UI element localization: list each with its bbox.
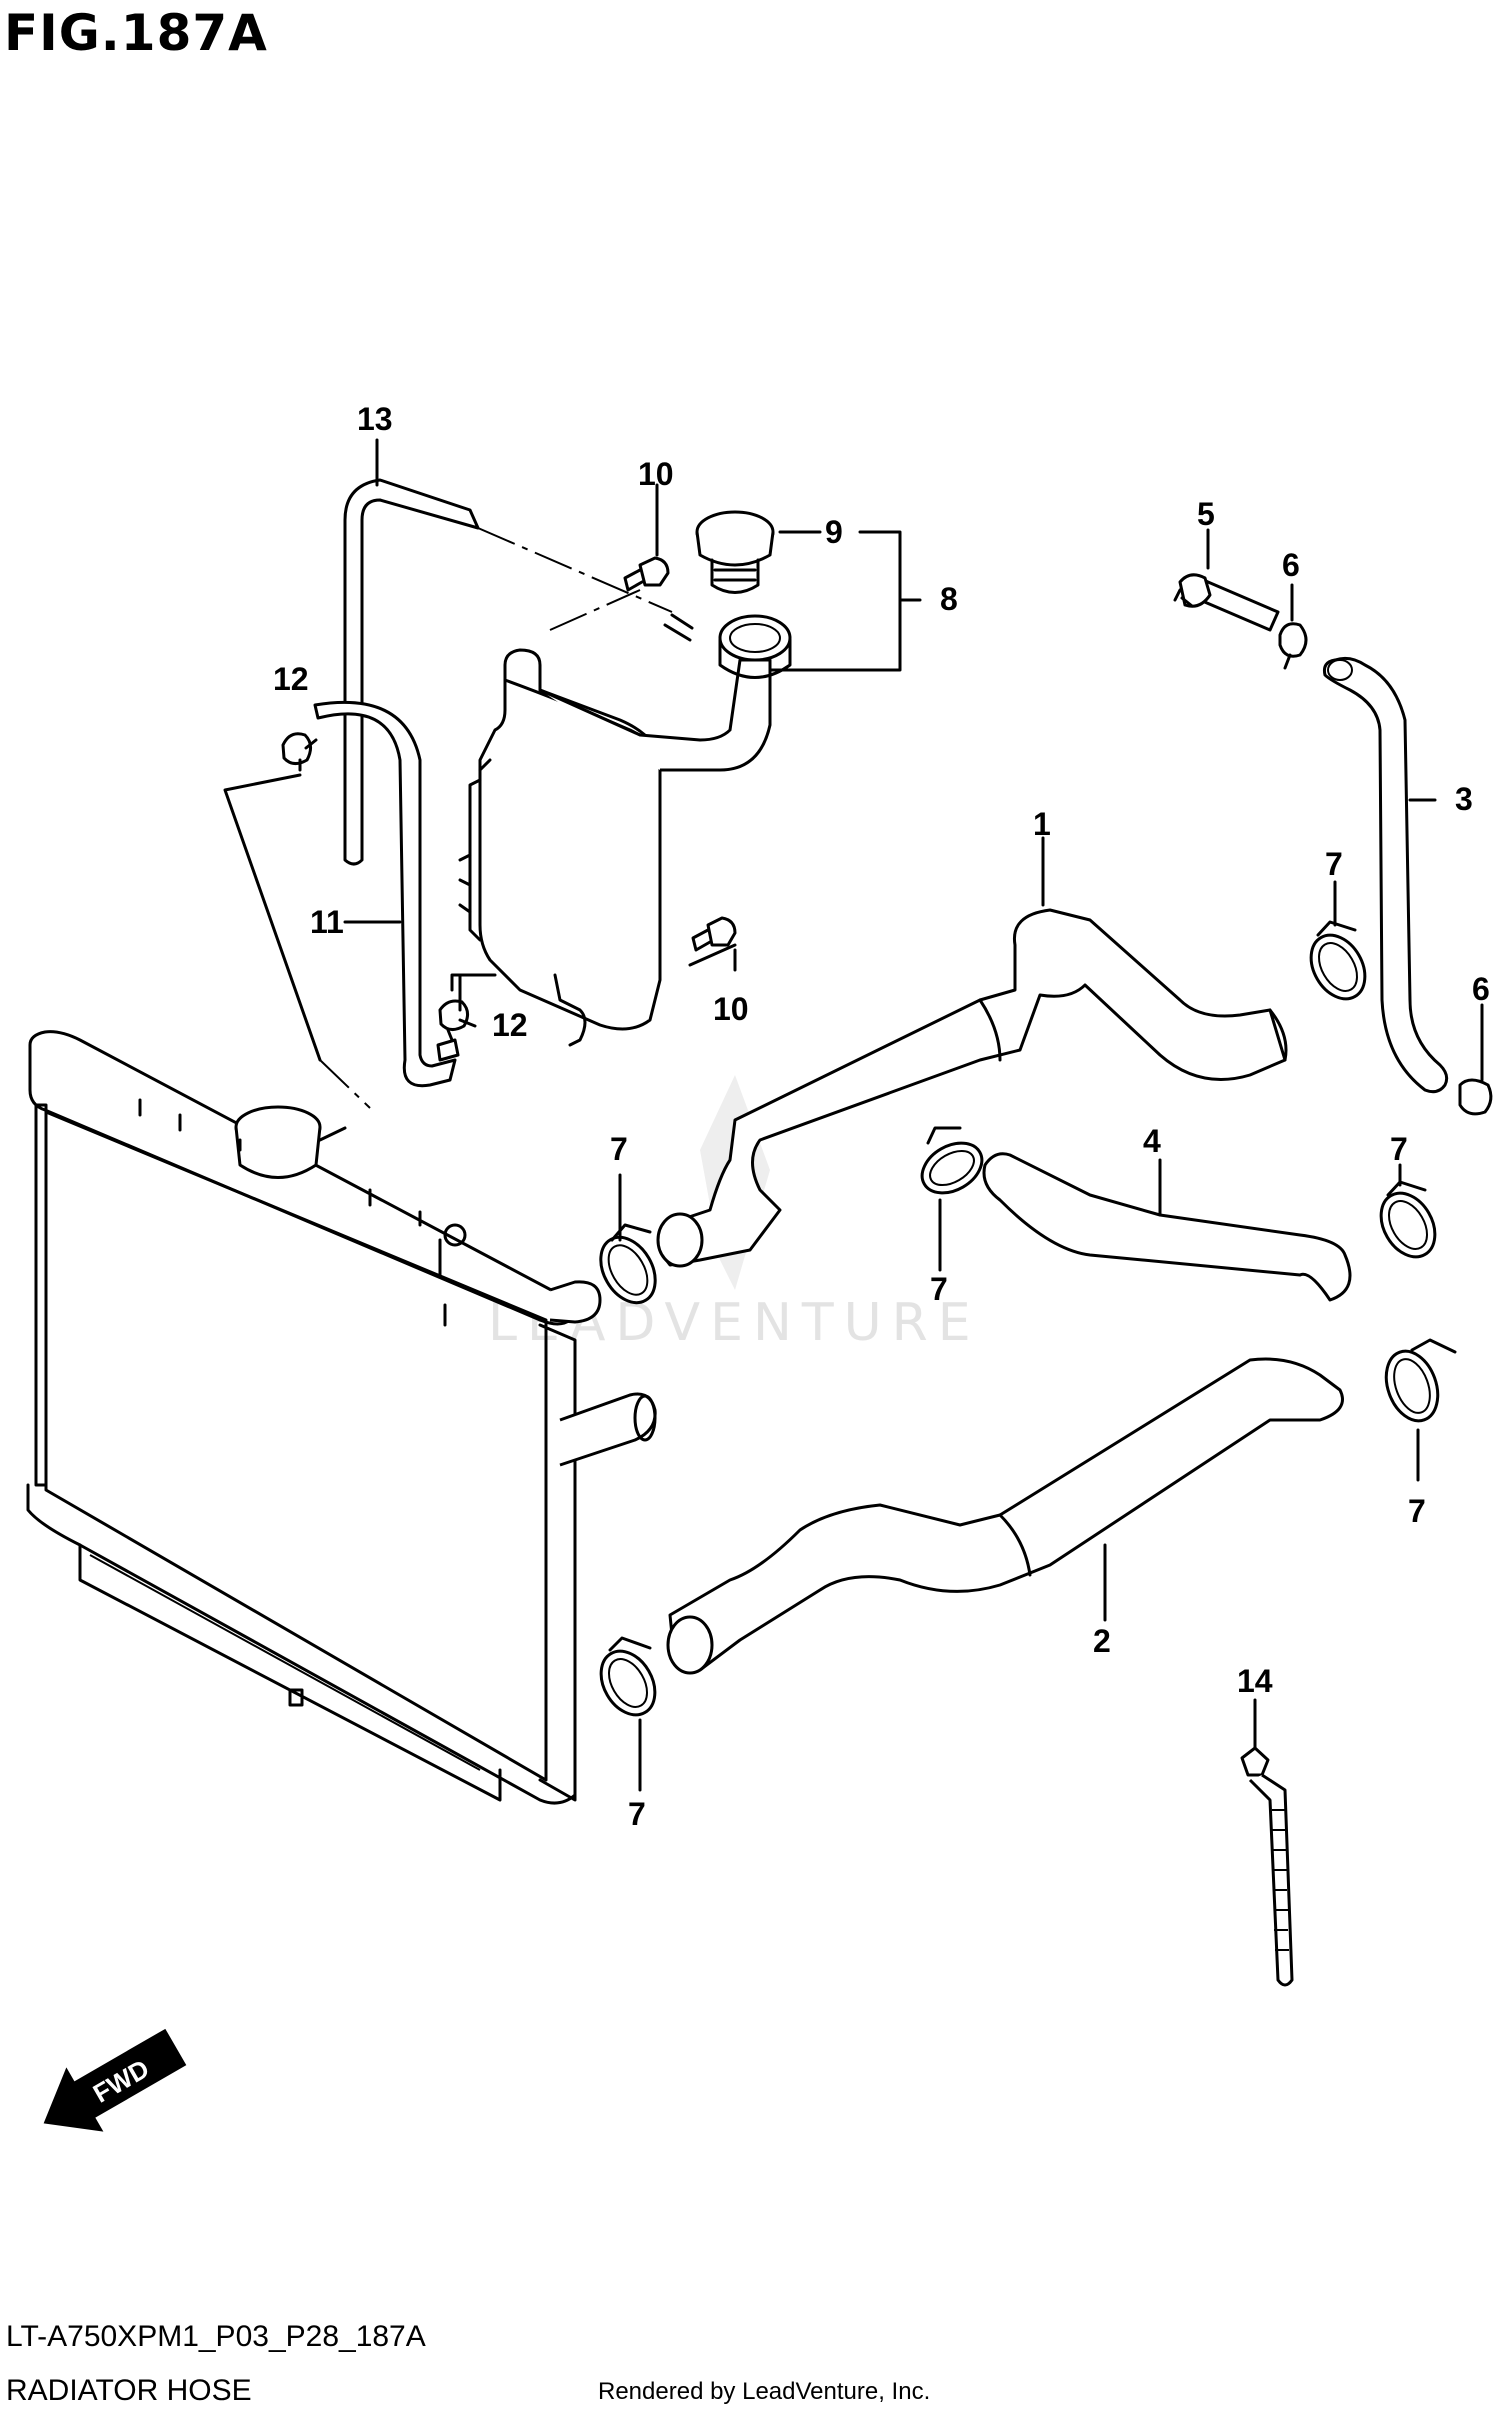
radiator	[26, 1030, 657, 1805]
callouts: 1 2 3 4 5 6 6 7 7 7 7 7 7 7 8 9 10 10 11…	[273, 401, 1490, 1832]
callout-12-lower: 12	[492, 1007, 528, 1043]
leader-lines	[223, 438, 1484, 1792]
hose-4	[982, 1152, 1352, 1302]
callout-6-lower: 6	[1472, 971, 1490, 1007]
hose-1	[656, 908, 1288, 1268]
reservoir-tank	[458, 510, 792, 1047]
callout-6-upper: 6	[1282, 547, 1300, 583]
figure-title: FIG.187A	[4, 4, 268, 62]
callout-7-hose4-left: 7	[930, 1271, 948, 1307]
callout-7-hose4-right: 7	[1390, 1131, 1408, 1167]
callout-3: 3	[1455, 781, 1473, 817]
cable-tie	[1240, 1746, 1294, 1987]
callout-8: 8	[940, 581, 958, 617]
hose-2	[666, 1357, 1344, 1675]
callout-12-upper: 12	[273, 661, 309, 697]
hose-3-assembly	[1173, 573, 1493, 1116]
callout-5: 5	[1197, 496, 1215, 532]
callout-1: 1	[1033, 806, 1051, 842]
overflow-hoses	[281, 478, 480, 1088]
callout-7-left-upper: 7	[610, 1131, 628, 1167]
callout-2: 2	[1093, 1623, 1111, 1659]
callout-10-lower: 10	[713, 991, 749, 1027]
figure-name: RADIATOR HOSE	[6, 2374, 252, 2407]
callout-13: 13	[357, 401, 393, 437]
callout-7-hose2-left: 7	[628, 1796, 646, 1832]
forward-arrow: FWD	[43, 2028, 187, 2132]
callout-4: 4	[1143, 1123, 1161, 1159]
callout-14: 14	[1237, 1663, 1273, 1699]
callout-10-upper: 10	[638, 456, 674, 492]
figure-code: LT-A750XPM1_P03_P28_187A	[6, 2320, 426, 2353]
hose-clamps	[599, 920, 1457, 1717]
callout-7-hose1-end: 7	[1325, 846, 1343, 882]
callout-11: 11	[310, 904, 344, 940]
callout-7-hose2-right: 7	[1408, 1493, 1426, 1529]
callout-9: 9	[825, 514, 843, 550]
render-credit: Rendered by LeadVenture, Inc.	[598, 2378, 931, 2405]
